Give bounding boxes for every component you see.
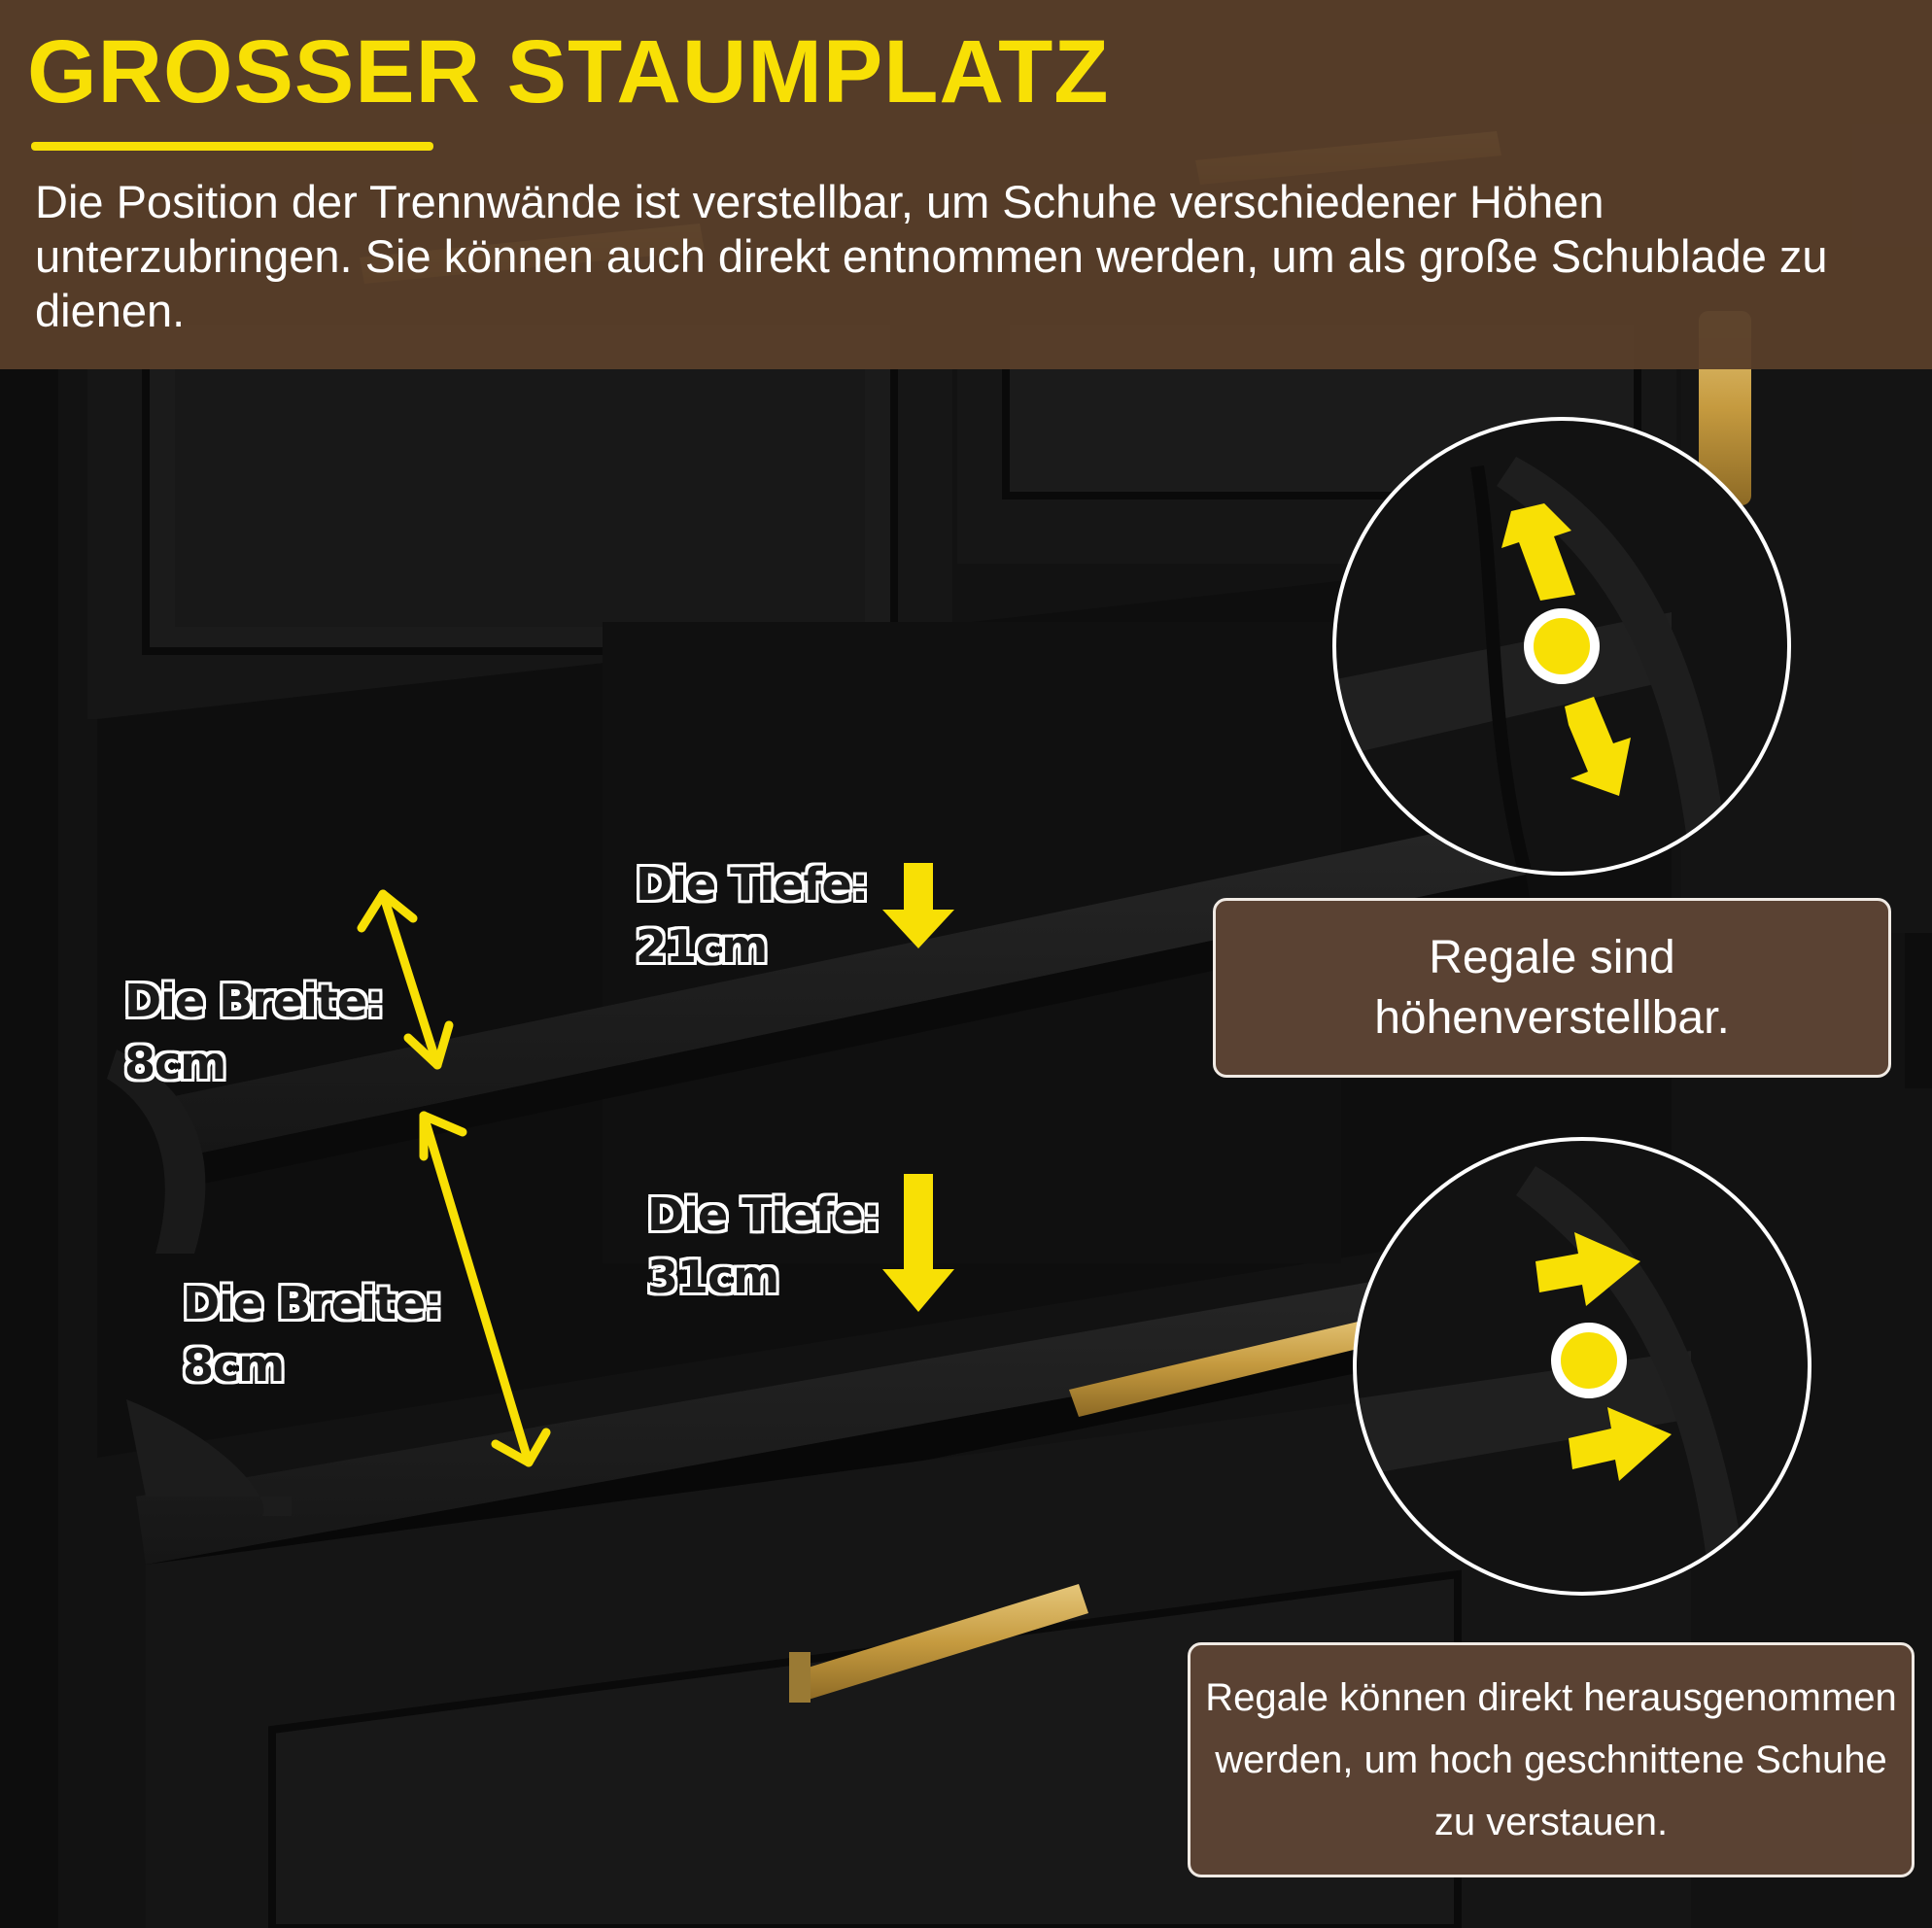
lower-width-title: Die Breite: <box>183 1277 442 1329</box>
double-arrow-icon <box>419 1111 551 1467</box>
removable-shelves-callout: Regale können direkt herausgenommen werd… <box>1188 1642 1915 1877</box>
arrow-up-icon <box>1501 503 1575 601</box>
upper-width-value: 8cm <box>124 1037 226 1089</box>
lower-depth-label: Die Tiefe: 31cm <box>647 1184 880 1308</box>
upper-width-label: Die Breite: 8cm <box>124 970 384 1094</box>
arrow-down-icon <box>1565 697 1631 796</box>
pivot-dot-icon <box>1524 608 1600 684</box>
upper-depth-value: 21cm <box>636 920 768 973</box>
page-title: GROSSER STAUMPLATZ <box>27 22 1110 121</box>
adjustable-shelves-callout: Regale sind höhenverstellbar. <box>1213 898 1891 1078</box>
lower-depth-title: Die Tiefe: <box>647 1188 880 1241</box>
arrow-down-icon <box>882 863 954 948</box>
lower-width-label: Die Breite: 8cm <box>183 1272 442 1396</box>
removable-shelves-text: Regale können direkt herausgenommen werd… <box>1205 1676 1897 1843</box>
description-text: Die Position der Trennwände ist verstell… <box>35 176 1828 336</box>
arrow-down-icon <box>882 1174 954 1312</box>
upper-depth-title: Die Tiefe: <box>636 858 869 911</box>
lower-depth-value: 31cm <box>647 1251 779 1303</box>
upper-depth-label: Die Tiefe: 21cm <box>636 853 869 978</box>
title-underline <box>31 142 433 151</box>
pivot-dot-icon <box>1551 1323 1627 1398</box>
upper-width-title: Die Breite: <box>124 975 384 1027</box>
lower-width-value: 8cm <box>183 1339 285 1392</box>
adjustable-shelves-text: Regale sind höhenverstellbar. <box>1374 931 1730 1044</box>
arrow-right-icon <box>1535 1232 1640 1306</box>
double-arrow-icon <box>357 889 454 1070</box>
arrow-right-icon <box>1569 1407 1672 1481</box>
header-banner: GROSSER STAUMPLATZ Die Position der Tren… <box>0 0 1932 369</box>
